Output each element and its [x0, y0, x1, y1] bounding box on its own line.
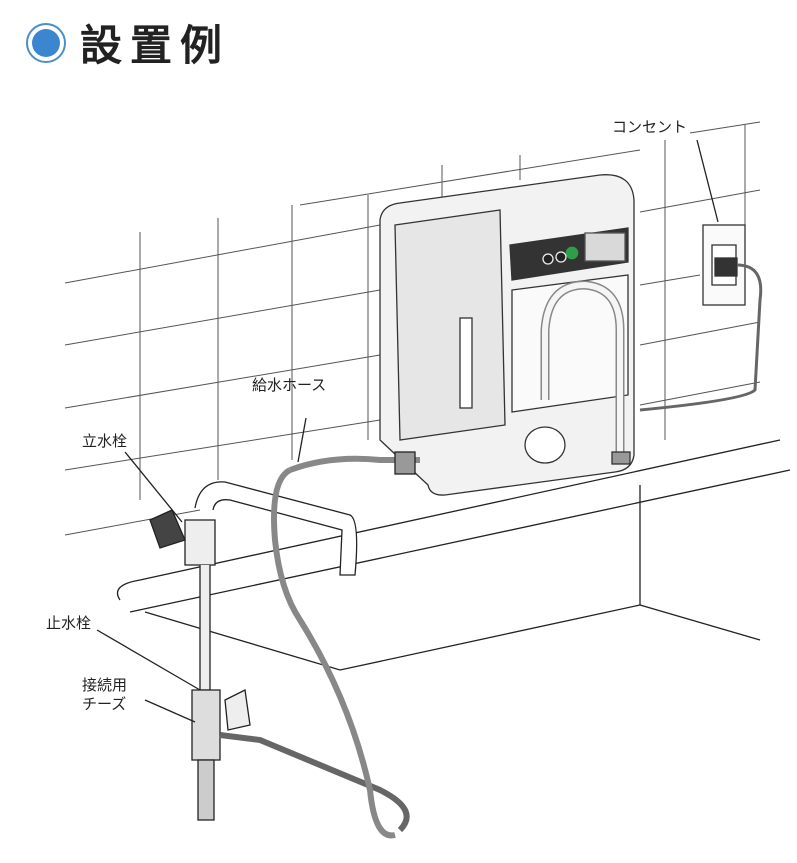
title-text: 設置例: [80, 21, 231, 70]
section-title: 設置例: [26, 12, 230, 73]
label-tee-line1: 接続用: [82, 676, 128, 694]
label-supply-hose: 給水ホース: [252, 376, 327, 394]
water-ionizer-unit: [379, 174, 635, 496]
label-tee-line2: チーズ: [82, 695, 127, 713]
bullet-circle-icon: [26, 22, 66, 63]
wall-outlet: [639, 139, 763, 412]
label-stop-valve: 止水栓: [46, 614, 92, 632]
label-outlet: コンセント: [612, 118, 688, 136]
sink: [116, 439, 791, 671]
faucet-and-hoses: [96, 417, 420, 839]
label-standing-faucet: 立水栓: [82, 432, 128, 450]
wall-tiles: [64, 121, 761, 536]
